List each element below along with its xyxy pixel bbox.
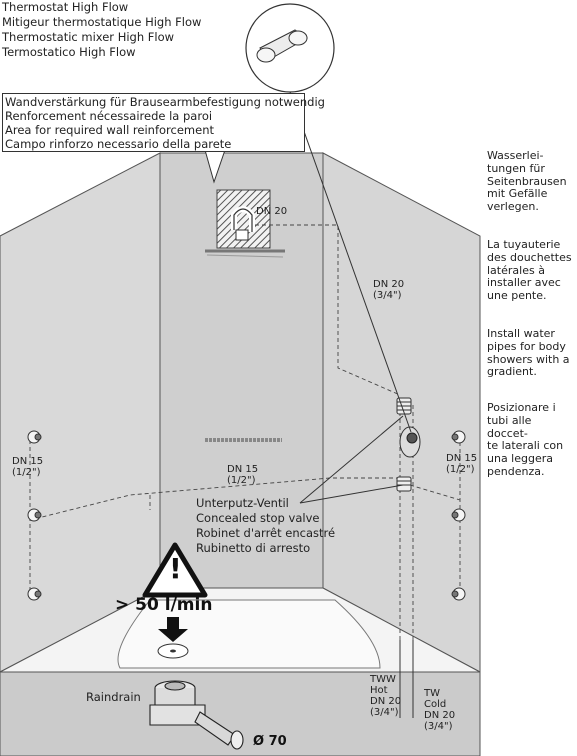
drain-label: Raindrain xyxy=(86,690,141,704)
side-note-fr: La tuyauterie des douchettes latérales à… xyxy=(487,238,572,303)
wall-reinforcement-callout: Wandverstärkung für Brausearmbefestigung… xyxy=(2,93,325,152)
pipe-label-dn20-head: DN 20 xyxy=(256,206,288,217)
hot-supply-name: Hot xyxy=(370,685,388,696)
stop-valve-lower xyxy=(396,476,412,492)
pipe-label-dn15-right: DN 15 xyxy=(446,453,478,464)
cold-supply-dn: DN 20 xyxy=(424,710,456,721)
hot-supply-code: TWW xyxy=(370,674,396,685)
flow-rate: > 50 l/min xyxy=(115,595,213,615)
supply-leaders xyxy=(399,640,414,718)
thermostat-icon xyxy=(399,426,421,458)
warning-triangle-icon xyxy=(142,542,208,598)
pipe-label-dn20-right: DN 20 xyxy=(373,279,405,290)
pipe-label-dn15-right-inch: (1/2") xyxy=(446,464,475,475)
cold-supply-code: TW xyxy=(424,688,440,699)
side-note-de: Wasserlei- tungen für Seitenbrausen mit … xyxy=(487,149,567,214)
drain-icon xyxy=(149,680,244,750)
floor-drain xyxy=(157,643,189,659)
pipe-label-dn15-center-inch: (1/2") xyxy=(227,475,256,486)
stop-valve-fr: Robinet d'arrêt encastré xyxy=(196,526,336,540)
shower-head-icon xyxy=(205,206,285,258)
pipe-label-dn20-right-inch: (3/4") xyxy=(373,290,402,301)
wall-reinforcement-en: Area for required wall reinforcement xyxy=(5,123,214,137)
warning-symbol: ! xyxy=(169,552,182,585)
pipe-label-dn15-center: DN 15 xyxy=(227,464,259,475)
drain-diameter: Ø 70 xyxy=(253,734,287,749)
cold-supply-inch: (3/4") xyxy=(424,721,453,732)
product-name-de: Thermostat High Flow xyxy=(2,0,129,14)
stop-valve-en: Concealed stop valve xyxy=(196,511,320,525)
wall-reinforcement-de: Wandverstärkung für Brausearmbefestigung… xyxy=(5,95,325,109)
body-shower-nozzle-icon xyxy=(27,430,466,601)
cold-supply-name: Cold xyxy=(424,699,447,710)
product-name-en: Thermostatic mixer High Flow xyxy=(2,30,175,44)
pipe-label-dn15-left: DN 15 xyxy=(12,456,44,467)
side-note-en: Install water pipes for body showers wit… xyxy=(487,327,570,379)
down-arrow-icon xyxy=(158,617,188,642)
stop-valve-de: Unterputz-Ventil xyxy=(196,496,289,510)
stop-valve-leaders xyxy=(299,415,404,504)
wall-reinforcement-it: Campo rinforzo necessario della parete xyxy=(5,137,232,151)
product-name-it: Termostatico High Flow xyxy=(2,45,136,59)
thermostat-plate xyxy=(245,3,412,433)
side-note-it: Posizionare i tubi alle doccet- te later… xyxy=(487,401,564,478)
product-name-fr: Mitigeur thermostatique High Flow xyxy=(2,15,202,29)
pipe-label-dn15-left-inch: (1/2") xyxy=(12,467,41,478)
hot-supply-inch: (3/4") xyxy=(370,707,399,718)
stop-valve-it: Rubinetto di arresto xyxy=(196,541,311,555)
wall-reinforcement-fr: Renforcement nécessairede la paroi xyxy=(5,109,213,123)
hot-supply-dn: DN 20 xyxy=(370,696,402,707)
